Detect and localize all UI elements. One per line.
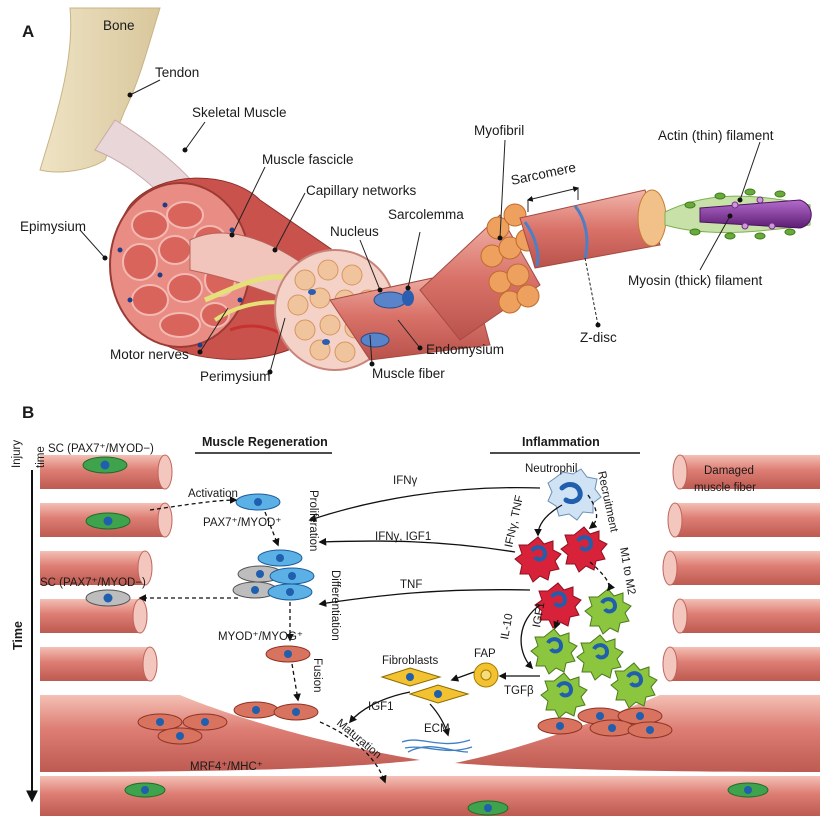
label-myosin: Myosin (thick) filament: [628, 273, 763, 288]
label-sarcolemma: Sarcolemma: [388, 207, 464, 222]
label-bone: Bone: [103, 18, 135, 33]
bone-shape: [39, 7, 161, 173]
label-tendon: Tendon: [155, 65, 199, 80]
label-sc-top: SC (PAX7⁺/MYOD−): [48, 443, 154, 455]
sarcomere-cylinder: [519, 189, 667, 269]
label-proliferation: Proliferation: [307, 490, 319, 551]
myoblast-cells: [137, 493, 673, 745]
label-il10: IL-10: [499, 613, 515, 641]
neutrophil-cell: [547, 468, 602, 521]
label-igf1-vert: IGF1: [531, 601, 547, 628]
label-differentiation: Differentiation: [329, 570, 341, 641]
label-skeletal-muscle: Skeletal Muscle: [192, 105, 287, 120]
ecm-fibers: [401, 739, 473, 753]
filament-group: [664, 188, 812, 240]
label-damaged-1: Damaged: [704, 465, 754, 477]
label-ecm: ECM: [424, 723, 450, 735]
label-tgfb: TGFβ: [504, 685, 534, 697]
axis-injury: Injury: [11, 440, 23, 468]
label-z-disc: Z-disc: [580, 330, 617, 345]
label-igf1: IGF1: [368, 701, 394, 713]
label-ifn-g: IFNγ: [393, 475, 418, 487]
label-motor-nerves: Motor nerves: [110, 347, 189, 362]
label-fap: FAP: [474, 648, 496, 660]
label-mrf4-mhc: MRF4⁺/MHC⁺: [190, 761, 263, 773]
header-inflammation: Inflammation: [522, 435, 600, 449]
label-myofibril: Myofibril: [474, 123, 524, 138]
label-muscle-fiber: Muscle fiber: [372, 366, 445, 381]
label-nucleus: Nucleus: [330, 224, 379, 239]
label-epimysium: Epimysium: [20, 219, 86, 234]
fibroblast-cells: [380, 667, 470, 704]
left-fibers: [40, 454, 173, 682]
axis-time: Time: [11, 621, 25, 650]
label-fusion: Fusion: [311, 658, 323, 693]
label-ifn-igf1: IFNγ, IGF1: [375, 531, 431, 543]
m1-macrophages: [514, 526, 608, 629]
label-activation: Activation: [188, 488, 238, 500]
label-ifn-tnf: IFNγ, TNF: [503, 494, 526, 548]
fap-cell: [473, 662, 499, 688]
header-regeneration: Muscle Regeneration: [202, 435, 328, 449]
m2-macrophages: [530, 588, 658, 719]
label-sc-mid: SC (PAX7⁺/MYOD−): [40, 577, 146, 589]
label-capillary-networks: Capillary networks: [306, 183, 417, 198]
panel-a-letter: A: [22, 22, 34, 41]
bottom-fibers: [40, 695, 820, 816]
right-fibers: [662, 454, 820, 682]
label-neutrophil: Neutrophil: [525, 463, 577, 475]
satellite-cells: [82, 456, 769, 816]
label-myod-myog: MYOD⁺/MYOG⁺: [218, 631, 303, 643]
panel-b-arrows: [138, 486, 615, 784]
label-damaged-2: muscle fiber: [694, 482, 756, 494]
label-recruitment: Recruitment: [595, 470, 620, 534]
label-perimysium: Perimysium: [200, 369, 271, 384]
label-endomysium: Endomysium: [426, 342, 504, 357]
label-sarcomere: Sarcomere: [510, 160, 578, 188]
label-muscle-fascicle: Muscle fascicle: [262, 152, 354, 167]
label-pax7-myod: PAX7⁺/MYOD⁺: [203, 517, 281, 529]
label-m1-m2: M1 to M2: [617, 546, 637, 595]
label-fibroblasts: Fibroblasts: [382, 655, 438, 667]
panel-a-leaders: [79, 79, 761, 375]
label-actin: Actin (thin) filament: [658, 128, 774, 143]
panel-b-letter: B: [22, 403, 34, 422]
label-tnf: TNF: [400, 579, 422, 591]
axis-time-small: time: [35, 446, 47, 468]
